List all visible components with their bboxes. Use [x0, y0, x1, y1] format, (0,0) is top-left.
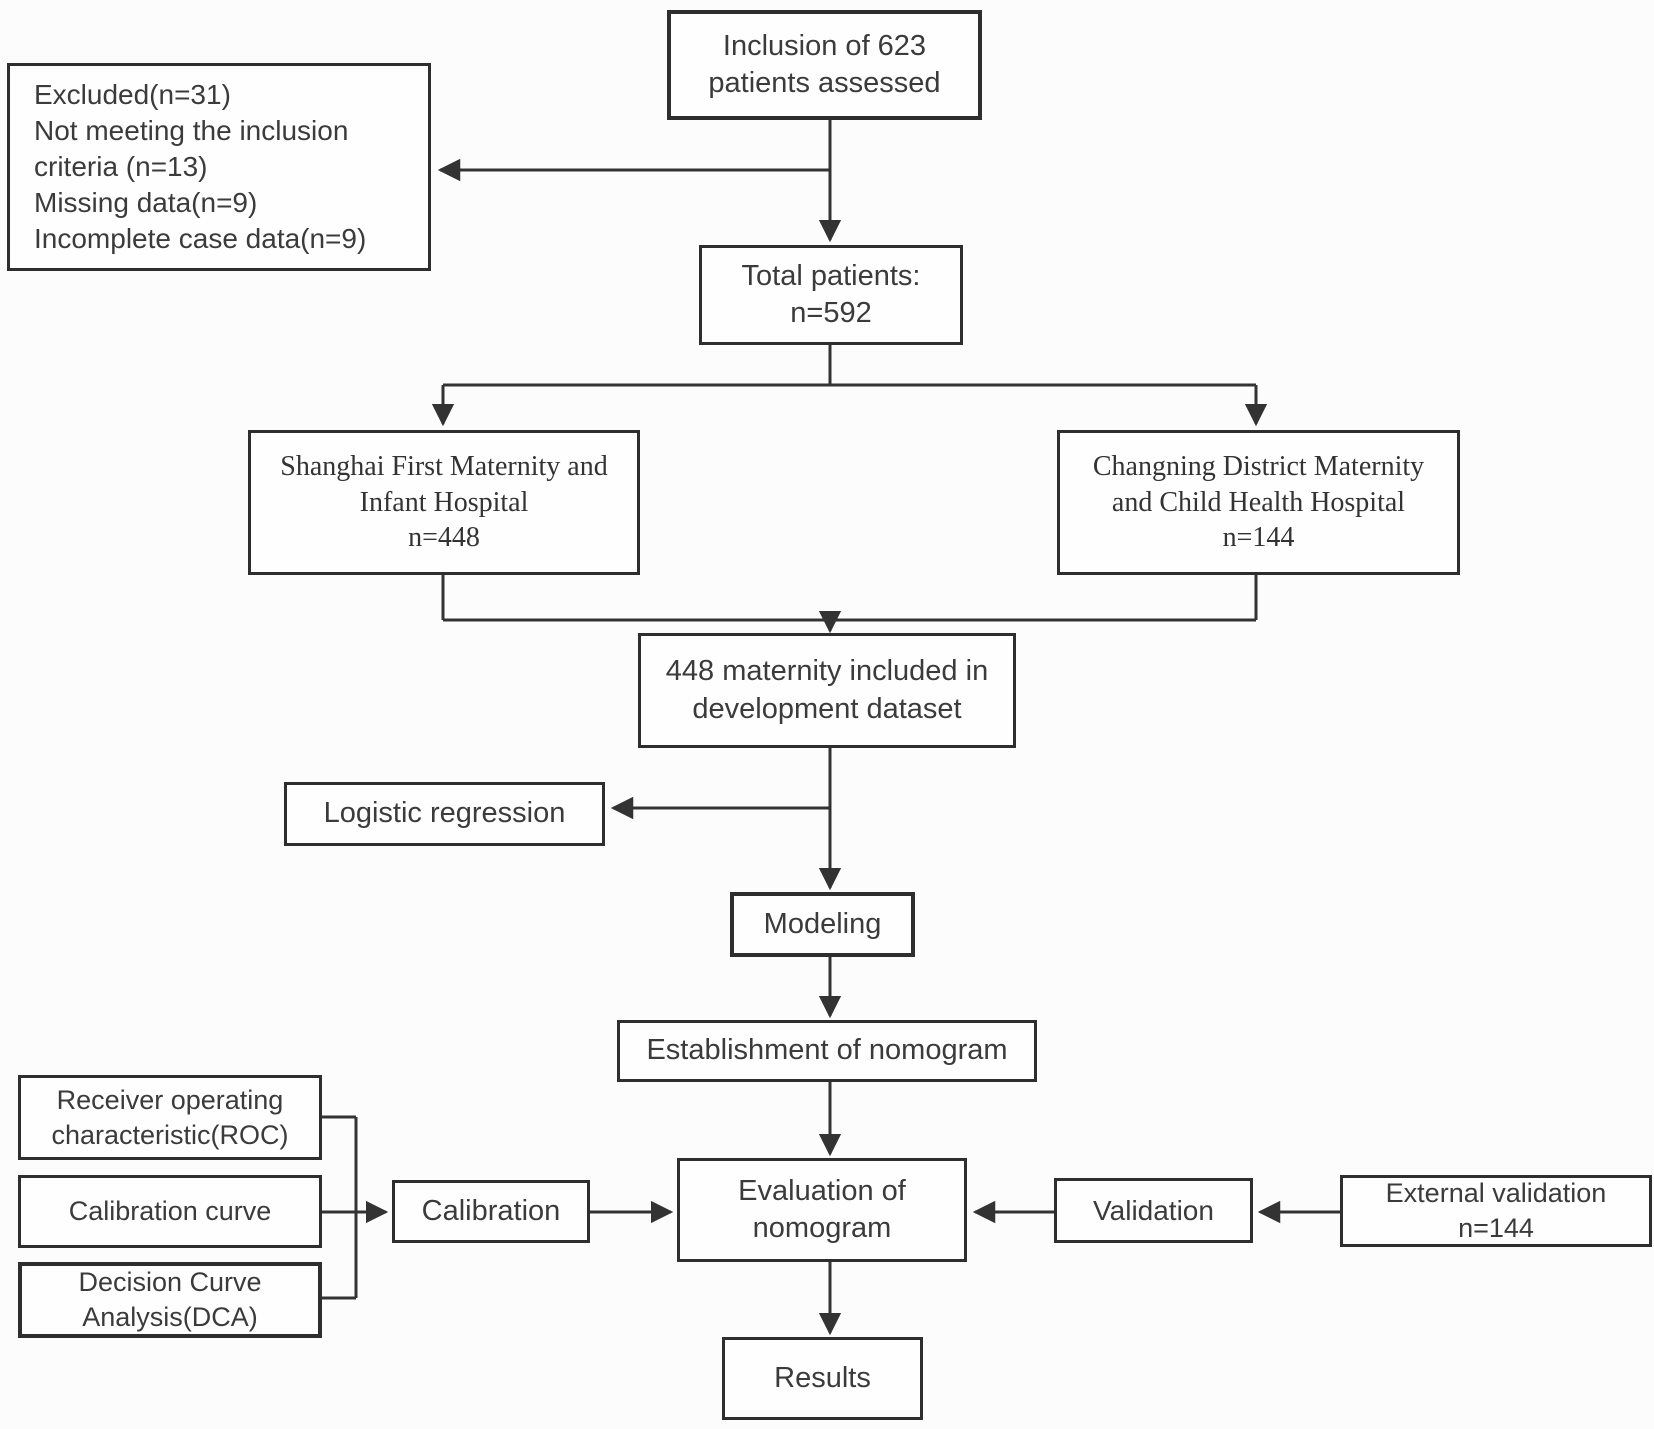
node-dca: Decision Curve Analysis(DCA) — [18, 1262, 322, 1338]
node-roc: Receiver operating characteristic(ROC) — [18, 1075, 322, 1160]
node-logistic-regression: Logistic regression — [284, 782, 605, 846]
node-results: Results — [722, 1337, 923, 1420]
node-external-validation: External validation n=144 — [1340, 1175, 1652, 1247]
node-calibration: Calibration — [392, 1180, 590, 1243]
node-total-patients: Total patients: n=592 — [699, 245, 963, 345]
node-modeling: Modeling — [730, 892, 915, 957]
node-validation: Validation — [1054, 1178, 1253, 1243]
node-changning-hospital: Changning District Maternity and Child H… — [1057, 430, 1460, 575]
node-excluded: Excluded(n=31) Not meeting the inclusion… — [7, 63, 431, 271]
node-evaluation-nomogram: Evaluation of nomogram — [677, 1158, 967, 1262]
node-calibration-curve: Calibration curve — [18, 1175, 322, 1248]
node-shanghai-hospital: Shanghai First Maternity and Infant Hosp… — [248, 430, 640, 575]
node-establishment-nomogram: Establishment of nomogram — [617, 1020, 1037, 1082]
node-inclusion: Inclusion of 623 patients assessed — [667, 10, 982, 120]
node-development-dataset: 448 maternity included in development da… — [638, 633, 1016, 748]
